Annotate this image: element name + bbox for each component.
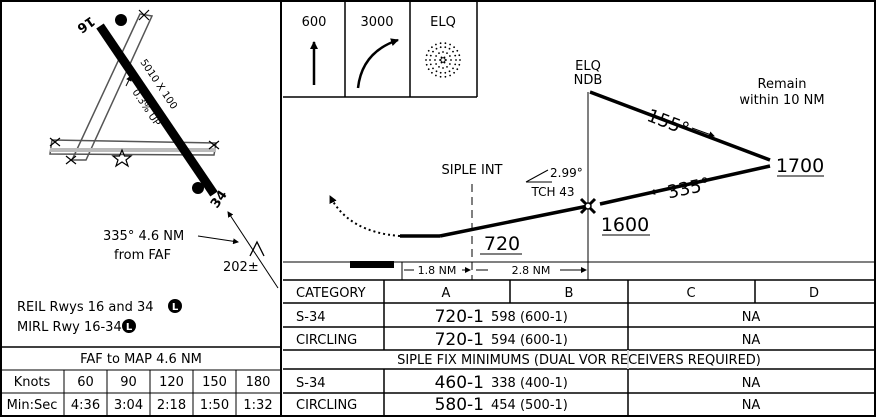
outbound-arrow [691, 127, 715, 138]
timing-title: FAF to MAP 4.6 NM [80, 352, 202, 367]
minimums-table: CATEGORY A B C D S-34 720-1 598 (600-1) … [283, 279, 875, 416]
cat-d-header: D [809, 286, 819, 301]
runway-16-34 [96, 23, 218, 197]
timing-cell: 120 [159, 375, 184, 390]
glide-angle-icon [525, 169, 552, 183]
navaid-id: ELQ [430, 15, 456, 30]
runway-profile-bar [350, 261, 394, 268]
ndb-name: ELQ [575, 59, 601, 74]
timing-cell: 90 [120, 375, 137, 390]
missed-approach-path [329, 195, 401, 237]
tch: TCH 43 [530, 185, 574, 199]
mirl-badge [122, 319, 136, 333]
mda-alt: 720 [484, 233, 520, 255]
stepdown-fix-name: SIPLE INT [441, 163, 502, 178]
mirl-note: MIRL Rwy 16-34 [17, 320, 122, 335]
siple-row-label: S-34 [296, 376, 326, 391]
cat-b-header: B [565, 286, 574, 301]
beacon-star-icon [111, 148, 133, 168]
timing-table: FAF to MAP 4.6 NM Knots 60 90 120 150 180Min:… [1, 352, 281, 416]
reil-badge [168, 299, 182, 313]
obstacle-icon [249, 240, 265, 257]
obstacle-elev: 202± [223, 260, 259, 275]
climb-alt: 600 [302, 15, 327, 30]
siple-row-cd: NA [742, 376, 761, 391]
category-header: CATEGORY [296, 286, 366, 301]
siple-row-mda: 580-1 [435, 395, 484, 415]
timing-cell: 1:32 [243, 398, 272, 413]
ndb-type: NDB [574, 73, 603, 88]
timing-cell: 4:36 [71, 398, 100, 413]
cat-a-header: A [442, 286, 451, 301]
slope-arrow [125, 75, 132, 87]
cat-c-header: C [686, 286, 695, 301]
siple-minimums-title: SIPLE FIX MINIMUMS (DUAL VOR RECEIVERS R… [397, 353, 761, 368]
min-row-cd: NA [742, 333, 761, 348]
min-row-hat: 598 (600-1) [491, 310, 568, 325]
siple-row-label: CIRCLING [296, 398, 357, 413]
siple-row-hat: 338 (400-1) [491, 376, 568, 391]
holding-inbound-leg [599, 164, 771, 206]
timing-cell: 3:04 [114, 398, 143, 413]
missed-approach-icons: 600 3000 ELQ [283, 1, 478, 98]
siple-row-cd: NA [742, 398, 761, 413]
inbound-course: 335° [665, 174, 712, 204]
timing-cell: 60 [77, 375, 94, 390]
timing-row-label: Min:Sec [7, 398, 58, 413]
reil-badge-label: L [172, 302, 179, 313]
holding-outbound-leg [589, 90, 771, 162]
rwy34-lights [192, 182, 204, 194]
timing-cell: 1:50 [200, 398, 229, 413]
holding-alt: 1700 [776, 155, 824, 177]
fix-bearing-arrow [197, 235, 239, 245]
reil-note: REIL Rwys 16 and 34 [17, 300, 154, 315]
closed-markers [49, 9, 220, 165]
inbound-arrow [649, 187, 673, 195]
outbound-course: 155° [644, 105, 692, 140]
distance-1: 1.8 NM [418, 264, 457, 277]
min-row-mda: 720-1 [435, 307, 484, 327]
ndb-symbol-icon [425, 42, 461, 78]
min-row-mda: 720-1 [435, 330, 484, 350]
min-row-cd: NA [742, 310, 761, 325]
profile-view: ELQ NDB Remain within 10 NM 155° 335° 17… [283, 59, 875, 280]
timing-cell: 180 [246, 375, 271, 390]
siple-row-mda: 460-1 [435, 373, 484, 393]
timing-cell: 2:18 [157, 398, 186, 413]
siple-row-hat: 454 (500-1) [491, 398, 568, 413]
faf-alt: 1600 [601, 214, 649, 236]
faf-cross-icon [579, 197, 597, 215]
descent-path [439, 204, 589, 238]
climbing-turn-arrow-icon [356, 38, 399, 89]
glide-angle: 2.99° [550, 166, 583, 180]
rwy16-number: 16 [74, 13, 97, 36]
distance-2: 2.8 NM [512, 264, 551, 277]
rwy16-lights [115, 14, 127, 26]
timing-cell: 150 [202, 375, 227, 390]
min-row-hat: 594 (600-1) [491, 333, 568, 348]
remain-line2: within 10 NM [739, 93, 824, 108]
min-row-label: CIRCLING [296, 333, 357, 348]
mirl-badge-label: L [126, 322, 133, 333]
fix-from: from FAF [114, 248, 171, 263]
taxiway-diagonal [70, 13, 154, 161]
remain-line1: Remain [758, 77, 807, 92]
min-row-label: S-34 [296, 310, 326, 325]
turn-alt: 3000 [360, 15, 393, 30]
airport-diagram: 16 34 5010 X 100 0.3% UP 335° 4.6 NM fro… [17, 9, 279, 335]
timing-row-label: Knots [14, 375, 51, 390]
fix-bearing: 335° 4.6 NM [103, 229, 184, 244]
